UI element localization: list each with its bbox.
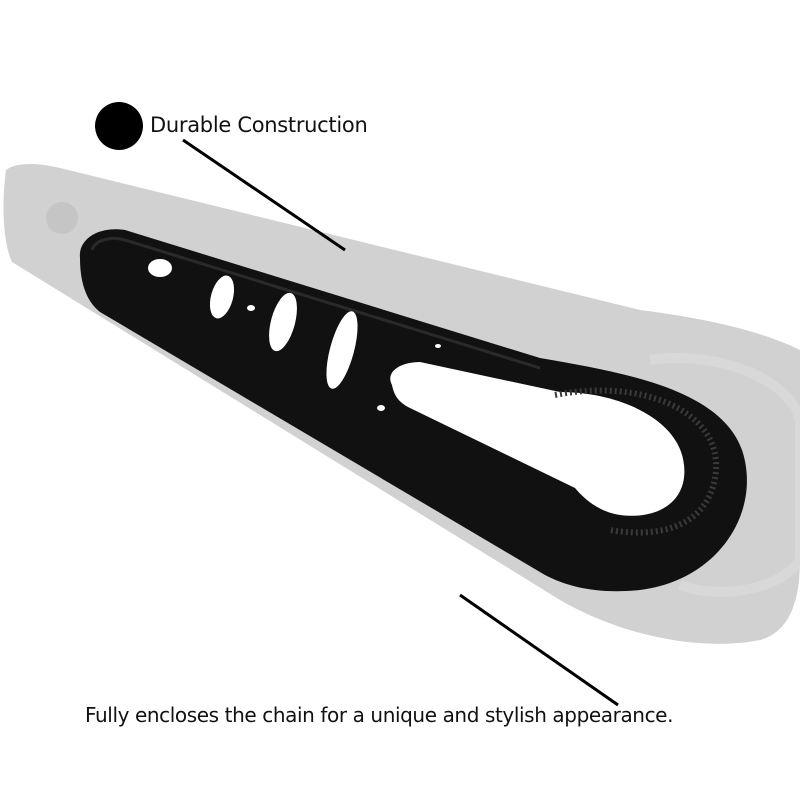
bottom-callout-line bbox=[459, 593, 619, 707]
chain-guard-front-piece bbox=[79, 229, 747, 592]
durable-construction-label: Durable Construction bbox=[150, 113, 368, 137]
chain-enclosure-caption: Fully encloses the chain for a unique an… bbox=[85, 703, 674, 727]
top-callout-line bbox=[182, 138, 346, 252]
callout-bullet bbox=[95, 102, 143, 150]
